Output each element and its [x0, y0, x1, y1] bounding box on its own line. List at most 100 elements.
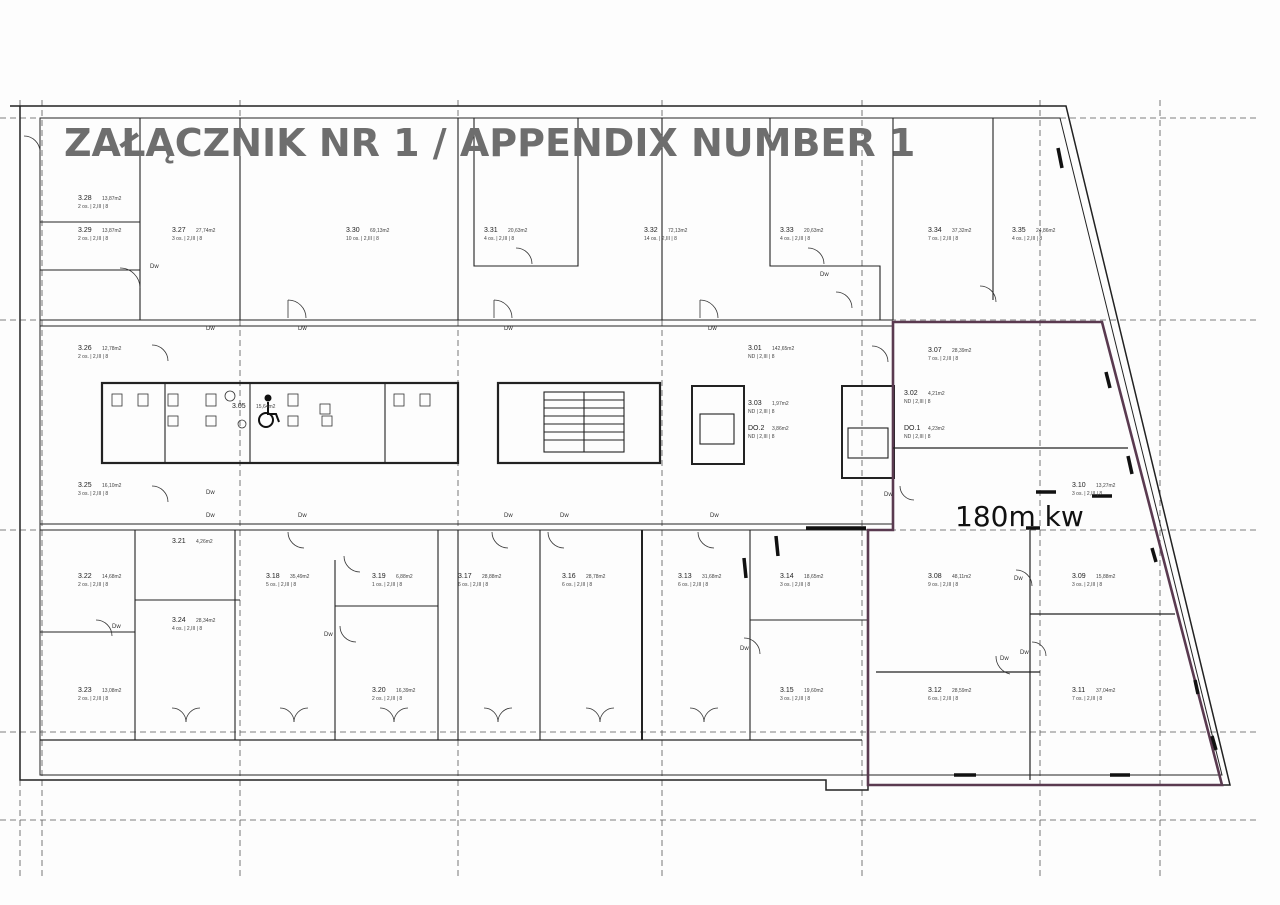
- room-capacity: 7 os. | 2,III | 8: [1072, 696, 1102, 702]
- room-capacity: 2 os. | 2,III | 8: [78, 204, 108, 210]
- room-capacity: 3 os. | 2,III | 8: [172, 236, 202, 242]
- room-number: 3.16: [562, 573, 576, 580]
- room-number: 3.18: [266, 573, 280, 580]
- room-area: 1,97m2: [772, 401, 789, 407]
- room-area: 3,86m2: [772, 426, 789, 432]
- door-tag: Dw: [206, 326, 215, 332]
- room-number: 3.25: [78, 482, 92, 489]
- room-capacity: 6 os. | 2,III | 8: [678, 582, 708, 588]
- room-area: 28,59m2: [952, 688, 972, 694]
- room-number: 3.33: [780, 227, 794, 234]
- room-area: 14,68m2: [102, 574, 122, 580]
- room-area: 37,32m2: [952, 228, 972, 234]
- room-number: 3.32: [644, 227, 658, 234]
- room-area: 15,88m2: [1096, 574, 1116, 580]
- room-area: 48,11m2: [952, 574, 971, 580]
- room-area: 4,26m2: [196, 539, 213, 545]
- room-capacity: ND | 2,III | 8: [748, 354, 775, 360]
- room-area: 4,21m2: [928, 391, 945, 397]
- room-capacity: 2 os. | 2,III | 8: [78, 236, 108, 242]
- room-number: 3.19: [372, 573, 386, 580]
- door-tag: Dw: [298, 513, 307, 519]
- room-area: 72,13m2: [668, 228, 688, 234]
- room-label-3.13: 3.13 31,68m2 6 os. | 2,III | 8: [678, 573, 722, 588]
- wheelchair-icon: [258, 394, 280, 428]
- door-tag: Dw: [504, 513, 513, 519]
- room-label-3.11: 3.11 37,04m2 7 os. | 2,III | 8: [1072, 687, 1116, 702]
- door-tag: Dw: [820, 272, 829, 278]
- door-tag: Dw: [884, 492, 893, 498]
- room-area: 28,88m2: [482, 574, 502, 580]
- room-number: 3.11: [1072, 687, 1085, 694]
- door-tag: Dw: [206, 513, 215, 519]
- room-number: 3.26: [78, 345, 92, 352]
- room-number: 3.22: [78, 573, 92, 580]
- room-number: 3.10: [1072, 482, 1086, 489]
- room-label-3.08: 3.08 48,11m2 9 os. | 2,III | 8: [928, 573, 971, 588]
- room-capacity: ND | 2,III | 8: [904, 399, 931, 405]
- door-tag: Dw: [112, 624, 121, 630]
- room-label-3.32: 3.32 72,13m2 14 os. | 2,III | 8: [644, 227, 688, 242]
- room-capacity: ND | 2,III | 8: [904, 434, 931, 440]
- door-tag: Dw: [298, 326, 307, 332]
- room-number: 3.13: [678, 573, 692, 580]
- room-capacity: 6 os. | 2,III | 8: [458, 582, 488, 588]
- room-area: 20,63m2: [804, 228, 824, 234]
- room-capacity: 6 os. | 2,III | 8: [562, 582, 592, 588]
- door-tag: Dw: [1020, 650, 1029, 656]
- door-swings: [23, 135, 1047, 723]
- room-number: 3.02: [904, 390, 918, 397]
- room-area: 13,27m2: [1096, 483, 1116, 489]
- room-number: 3.23: [78, 687, 92, 694]
- room-area: 69,13m2: [370, 228, 390, 234]
- room-capacity: 4 os. | 2,III | 8: [172, 626, 202, 632]
- room-area: 16,39m2: [396, 688, 416, 694]
- door-tag: Dw: [708, 326, 717, 332]
- room-area: 37,04m2: [1096, 688, 1116, 694]
- room-number: 3.07: [928, 347, 942, 354]
- top-offices: [40, 118, 994, 327]
- room-number: 3.08: [928, 573, 942, 580]
- room-area: 18,65m2: [804, 574, 824, 580]
- room-area: 31,68m2: [702, 574, 722, 580]
- room-number: 3.31: [484, 227, 498, 234]
- room-number: 3.28: [78, 195, 92, 202]
- room-area: 35,49m2: [290, 574, 310, 580]
- room-area: 4,23m2: [928, 426, 945, 432]
- core-blocks: [100, 381, 895, 479]
- room-area: 142,65m2: [772, 346, 794, 352]
- room-capacity: 14 os. | 2,III | 8: [644, 236, 677, 242]
- room-capacity: 3 os. | 2,III | 8: [780, 696, 810, 702]
- room-capacity: 9 os. | 2,III | 8: [928, 582, 958, 588]
- room-number: 3.35: [1012, 227, 1026, 234]
- room-number: 3.20: [372, 687, 386, 694]
- highlighted-area: [866, 320, 1224, 787]
- room-number: 3.30: [346, 227, 360, 234]
- room-area: 20,63m2: [508, 228, 528, 234]
- door-tag: Dw: [560, 513, 569, 519]
- room-area: 15,64m2: [256, 404, 276, 410]
- room-number: 3.12: [928, 687, 942, 694]
- room-capacity: 4 os. | 2,III | 8: [1012, 236, 1042, 242]
- room-area: 12,78m2: [102, 346, 122, 352]
- room-number: 3.15: [780, 687, 794, 694]
- door-tag: Dw: [324, 632, 333, 638]
- room-number: 3.14: [780, 573, 794, 580]
- room-capacity: 7 os. | 2,III | 8: [928, 236, 958, 242]
